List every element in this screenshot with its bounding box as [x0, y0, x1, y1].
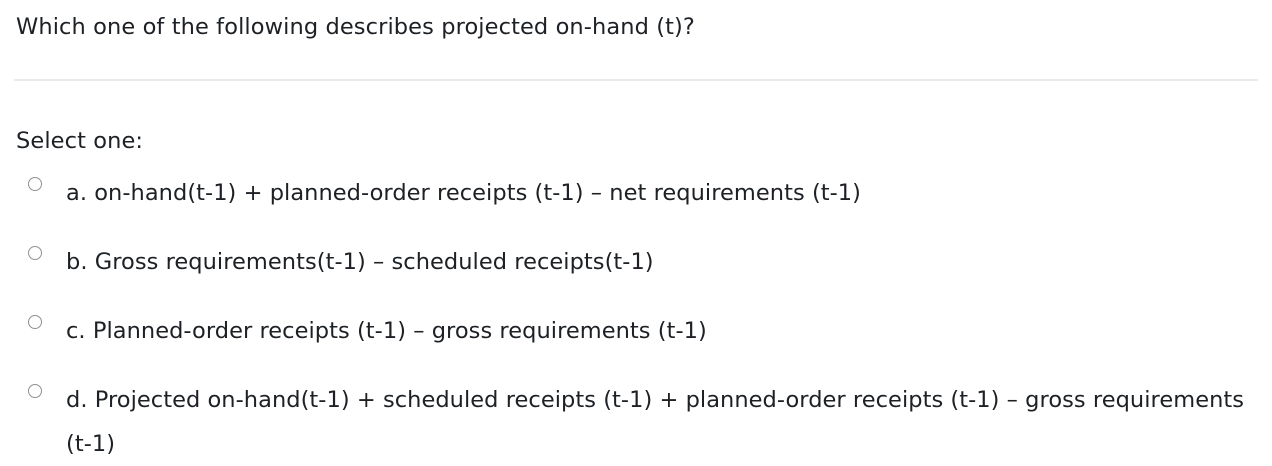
select-one-label: Select one:: [16, 128, 144, 154]
radio-unchecked-icon[interactable]: [28, 177, 42, 191]
option-row-a[interactable]: a. on-hand(t-1) + planned-order receipts…: [16, 171, 1262, 215]
option-row-d[interactable]: d. Projected on-hand(t-1) + scheduled re…: [16, 378, 1262, 466]
option-label-b[interactable]: b. Gross requirements(t-1) – scheduled r…: [66, 249, 654, 275]
radio-unchecked-icon[interactable]: [28, 384, 42, 398]
options-list: a. on-hand(t-1) + planned-order receipts…: [16, 171, 1262, 466]
question-stem: Which one of the following describes pro…: [16, 14, 695, 40]
option-label-c[interactable]: c. Planned-order receipts (t-1) – gross …: [66, 318, 707, 344]
stem-divider: [14, 79, 1258, 81]
radio-unchecked-icon[interactable]: [28, 315, 42, 329]
option-label-d[interactable]: d. Projected on-hand(t-1) + scheduled re…: [66, 387, 1245, 457]
option-row-c[interactable]: c. Planned-order receipts (t-1) – gross …: [16, 309, 1262, 353]
option-label-a[interactable]: a. on-hand(t-1) + planned-order receipts…: [66, 180, 862, 206]
radio-unchecked-icon[interactable]: [28, 246, 42, 260]
option-row-b[interactable]: b. Gross requirements(t-1) – scheduled r…: [16, 240, 1262, 284]
answer-block: Select one: a. on-hand(t-1) + planned-or…: [16, 126, 1262, 466]
